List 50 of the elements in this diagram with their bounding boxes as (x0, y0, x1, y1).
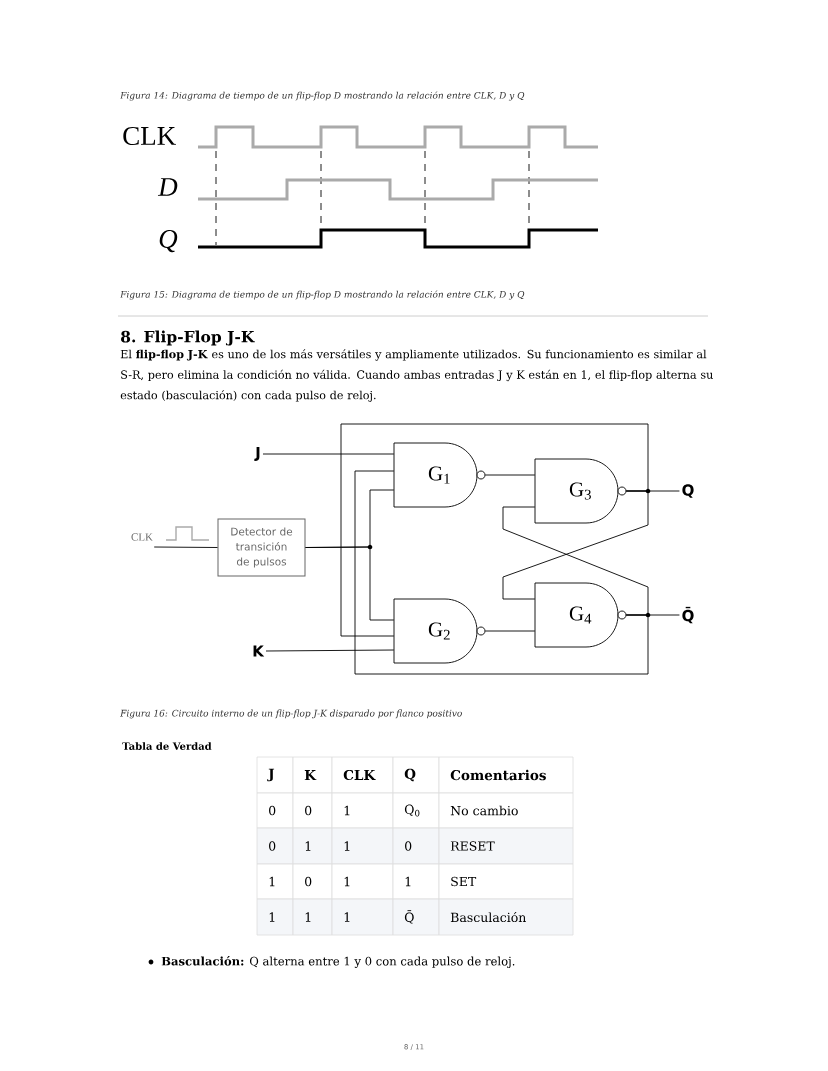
terminal-label: K (253, 645, 265, 657)
figure-caption: Figura 14: Diagrama de tiempo de un flip-flop D mostrando la relación entre CLK, D y Q (120, 91, 525, 101)
wire (305, 546, 395, 621)
table-cell: 1 (331, 863, 394, 900)
table-cell: 1 (256, 863, 294, 900)
nand-gate: G$_{1}$ (393, 442, 486, 508)
table-cell: 0 (256, 827, 294, 865)
wire (354, 470, 649, 675)
wire (502, 506, 649, 616)
signal-label: CLK (123, 126, 176, 146)
wire (340, 423, 649, 637)
paragraph: El flip-flop J-K es uno de los más versátiles y ampliamente utilizados. Su funcionamiento es similar al S-R, pero elimina la condición no válida. Cuando ambas entradas J y K están en 1, el flip-flop alterna su estado (basculación) con cada pulso de reloj. (120, 349, 713, 402)
table-cell: 0 (256, 792, 294, 829)
table-cell: 1 (331, 898, 394, 936)
input-label: CLK (131, 533, 153, 541)
figure-caption: Figura 15: Diagrama de tiempo de un flip-flop D mostrando la relación entre CLK, D y Q (120, 290, 525, 300)
table-header-cell: Q (392, 756, 440, 794)
wire (484, 474, 536, 476)
table-cell: 0 (392, 827, 440, 865)
figure-caption: Figura 16: Circuito interno de un flip-flop J-K disparado por flanco positivo (120, 709, 462, 719)
wire (502, 490, 649, 600)
nand-gate: G$_{2}$ (393, 598, 486, 664)
table-cell: 1 (331, 792, 394, 829)
table-cell: 1 (392, 863, 440, 900)
table-title: Tabla de Verdad (122, 742, 212, 750)
terminal-label: Q (682, 484, 694, 498)
wire (262, 453, 395, 455)
table-cell: 1 (331, 827, 394, 865)
table-cell: 0 (292, 863, 333, 900)
table-cell: Q̄ (392, 898, 440, 936)
nand-gate: G$_{3}$ (534, 458, 627, 524)
table-cell: 1 (292, 827, 333, 865)
nand-gate: G$_{4}$ (534, 582, 627, 648)
wire (484, 630, 536, 632)
terminal-label: Q̄ (682, 606, 694, 624)
signal-label: D (157, 178, 178, 196)
table-cell: 1 (292, 898, 333, 936)
table-cell: 0 (292, 792, 333, 829)
table-header-cell: K (292, 756, 333, 794)
wire (265, 649, 395, 652)
table-header-cell: J (256, 756, 294, 794)
detector-box: Detector de transición de pulsos (217, 518, 306, 577)
signal-label: Q (159, 229, 178, 253)
table-cell: Q$_{0}$ (392, 792, 440, 829)
wire (153, 546, 218, 548)
table-header-cell: CLK (331, 756, 394, 794)
table-cell: 1 (256, 898, 294, 936)
section-heading: 8. Flip-Flop J-K (121, 330, 255, 346)
terminal-label: J (254, 447, 260, 461)
bullet-text: Basculación: Q alterna entre 1 y 0 con cada pulso de reloj. (161, 956, 515, 968)
